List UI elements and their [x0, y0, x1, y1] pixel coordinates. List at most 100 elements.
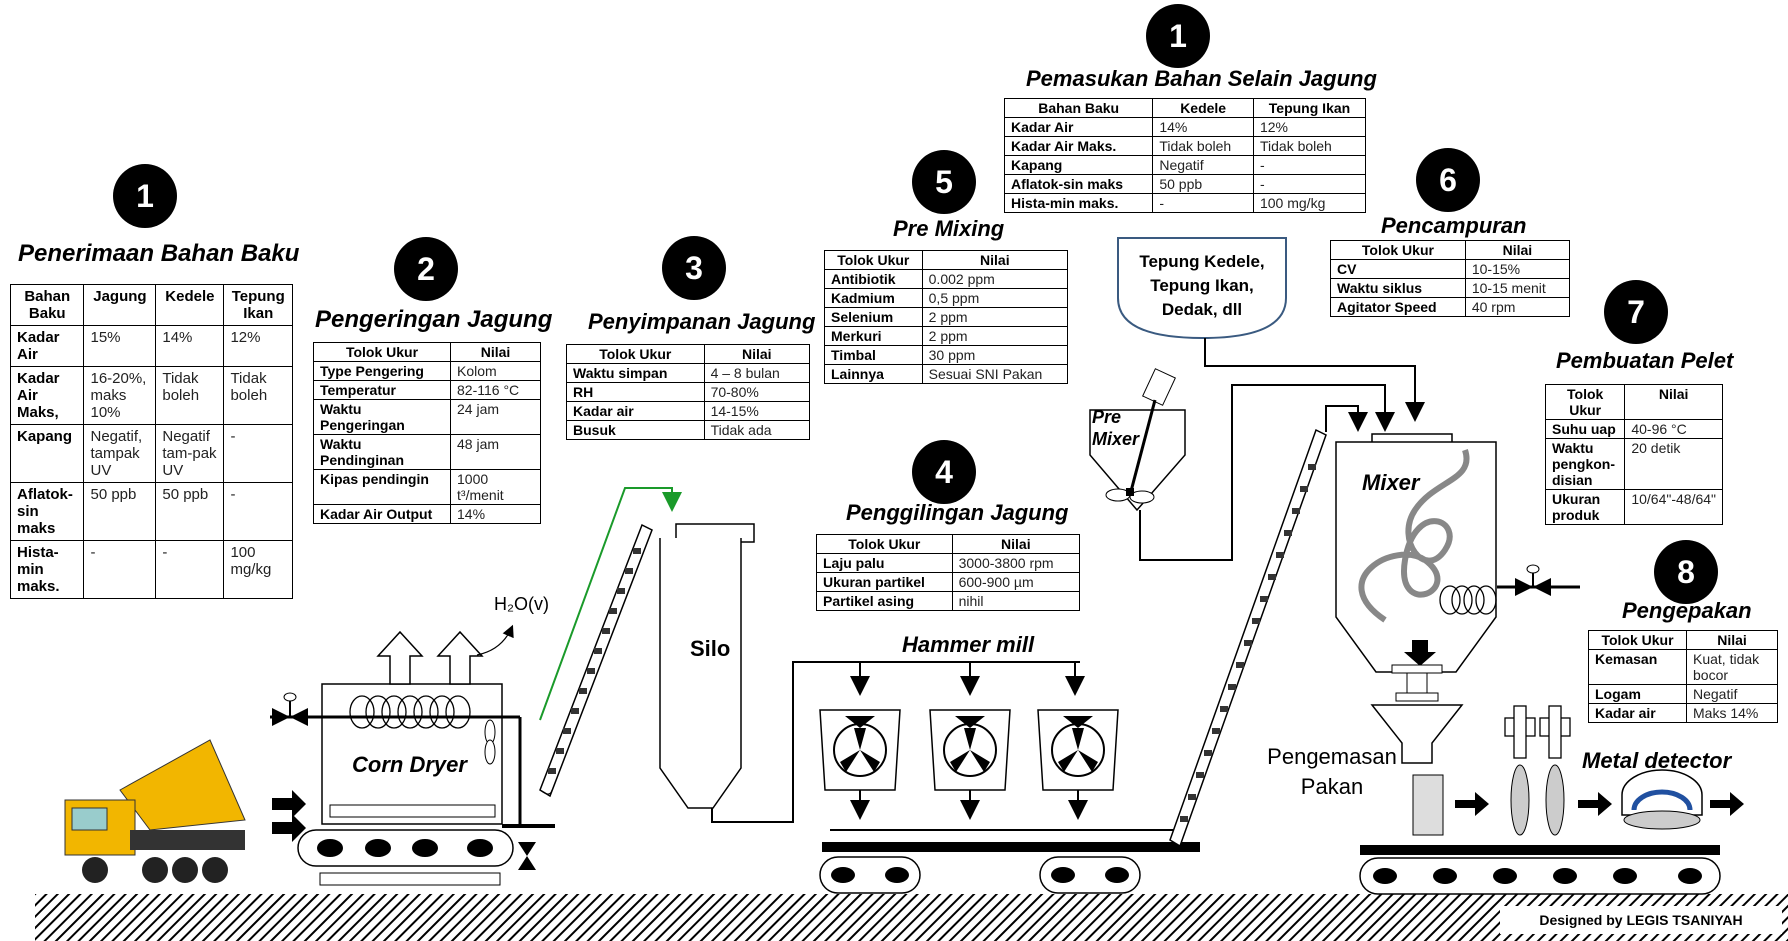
table-cell: 48 jam	[450, 434, 541, 470]
table-cell: 3000-3800 rpm	[951, 553, 1081, 573]
table-cell: Temperatur	[312, 380, 452, 400]
h2o-label: H₂O(v)	[494, 594, 549, 614]
table-header: Nilai	[1624, 384, 1723, 420]
silo-label: Silo	[690, 636, 731, 661]
table-header: Jagung	[83, 284, 157, 326]
table-cell: CV	[1330, 259, 1466, 279]
arrow-right-icon	[272, 814, 306, 842]
table-cell: Antibiotik	[824, 269, 923, 289]
table-cell: Waktu pengkon-disian	[1544, 438, 1626, 490]
table-cell: 14%	[155, 325, 225, 367]
table-cell: Kemasan	[1588, 649, 1687, 685]
mixer	[1335, 433, 1580, 764]
table-cell: 1000 t³/menit	[450, 469, 541, 505]
corn-dryer	[270, 624, 555, 886]
hammer-mill-label: Hammer mill	[902, 632, 1035, 657]
table-header: Nilai	[951, 534, 1081, 554]
table-cell: 16-20%, maks 10%	[83, 366, 157, 425]
mixer-label: Mixer	[1362, 470, 1420, 495]
table-cell: -	[155, 540, 225, 599]
table-cell: Waktu Pendinginan	[312, 434, 452, 470]
table-cell: -	[83, 540, 157, 599]
section-3-number: 3	[662, 236, 726, 300]
table-header: Bahan Baku	[9, 284, 85, 326]
section-1-number: 1	[113, 164, 177, 228]
table-header: Tolok Ukur	[566, 344, 705, 364]
table-cell: Waktu siklus	[1330, 278, 1466, 298]
table-cell: Kadar Air Output	[312, 504, 452, 524]
table-cell: Negatif tam-pak UV	[155, 424, 225, 483]
table-cell: Ukuran partikel	[816, 572, 953, 592]
table-cell: nihil	[951, 591, 1081, 611]
table-cell: 30 ppm	[921, 345, 1069, 365]
designer-credit: Designed by LEGIS TSANIYAH	[1500, 906, 1782, 934]
table-cell: 12%	[223, 325, 293, 367]
table-cell: Lainnya	[824, 364, 923, 384]
table-cell: Tidak boleh	[155, 366, 225, 425]
table-cell: Logam	[1588, 684, 1687, 704]
arrow-right-icon	[272, 790, 306, 818]
table-header: Kedele	[1152, 98, 1254, 118]
section-3-title: Penyimpanan Jagung	[588, 309, 816, 334]
section-2-title: Pengeringan Jagung	[315, 306, 553, 333]
section-4-title: Penggilingan Jagung	[846, 500, 1069, 525]
pre-mixer	[1089, 368, 1395, 561]
table-header: Tolok Ukur	[1544, 384, 1626, 420]
table-cell: Selenium	[824, 307, 923, 327]
table-header: Nilai	[450, 342, 541, 362]
table-header: Tolok Ukur	[1330, 240, 1466, 260]
section-2-number: 2	[394, 237, 458, 301]
table-cell: 4 – 8 bulan	[703, 363, 811, 383]
table-header: Nilai	[1686, 630, 1778, 650]
table-cell: Waktu Pengeringan	[312, 399, 452, 435]
table-cell: Tidak ada	[703, 420, 811, 440]
ground-hatch	[35, 894, 1788, 941]
table-cell: -	[223, 424, 293, 483]
section-5-title: Pre Mixing	[893, 216, 1005, 241]
table-cell: 0,5 ppm	[921, 288, 1069, 308]
table-cell: 14%	[1152, 117, 1254, 137]
table-cell: Kipas pendingin	[312, 469, 452, 505]
section-1b-title: Pemasukan Bahan Selain Jagung	[1026, 66, 1377, 91]
table-cell: 10/64"-48/64"	[1624, 489, 1723, 525]
table-cell: Type Pengering	[312, 361, 452, 381]
table-cell: 100 mg/kg	[1252, 193, 1367, 213]
table-header: Tepung Ikan	[1252, 98, 1367, 118]
table-cell: Kuat, tidak bocor	[1686, 649, 1778, 685]
bucket-elevator-1	[539, 487, 682, 798]
table-header: Tolok Ukur	[816, 534, 953, 554]
table-cell: Negatif	[1686, 684, 1778, 704]
table-cell: Tidak boleh	[1152, 136, 1254, 156]
pengemasan-label: Pengemasan Pakan	[1267, 744, 1397, 799]
additive-hopper	[1117, 237, 1425, 422]
section-8-number: 8	[1654, 540, 1718, 604]
table-cell: 10-15 menit	[1464, 278, 1571, 298]
table-cell: Sesuai SNI Pakan	[921, 364, 1069, 384]
table-header: Nilai	[703, 344, 811, 364]
table-cell: Kadar Air	[1003, 117, 1154, 137]
table-cell: 0.002 ppm	[921, 269, 1069, 289]
hopper-label: Tepung Kedele, Tepung Ikan, Dedak, dll	[1139, 252, 1265, 319]
table-header: Nilai	[921, 250, 1069, 270]
table-cell: -	[1252, 155, 1367, 175]
table-cell: Aflatok-sin maks	[1003, 174, 1154, 194]
section-1-title: Penerimaan Bahan Baku	[18, 240, 300, 267]
section-5-number: 5	[912, 150, 976, 214]
packaging-line	[1359, 705, 1744, 895]
table-cell: 20 detik	[1624, 438, 1723, 490]
table-cell: Hista-min maks.	[1003, 193, 1154, 213]
table-header: Nilai	[1464, 240, 1571, 260]
table-cell: 10-15%	[1464, 259, 1571, 279]
section-8-title: Pengepakan	[1622, 598, 1752, 623]
table-cell: Kadar air	[566, 401, 705, 421]
section-7-number: 7	[1604, 280, 1668, 344]
table-cell: Timbal	[824, 345, 923, 365]
table-cell: -	[1252, 174, 1367, 194]
table-cell: Ukuran produk	[1544, 489, 1626, 525]
table-header: Tepung Ikan	[223, 284, 293, 326]
table-cell: Waktu simpan	[566, 363, 705, 383]
